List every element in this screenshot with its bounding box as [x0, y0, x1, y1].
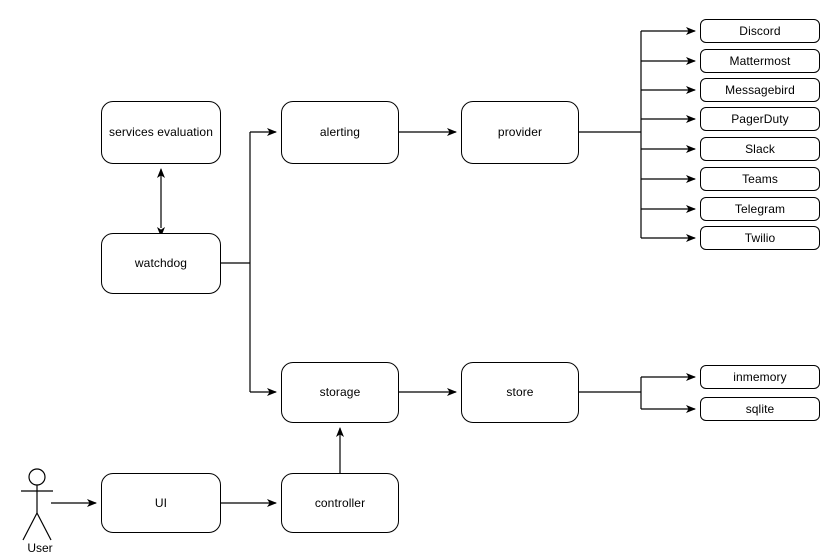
node-sqlite[interactable]: sqlite: [700, 397, 820, 421]
node-mattermost[interactable]: Mattermost: [700, 49, 820, 73]
node-slack[interactable]: Slack: [700, 137, 820, 161]
node-twilio[interactable]: Twilio: [700, 226, 820, 250]
node-watchdog[interactable]: watchdog: [101, 233, 221, 294]
user-actor-figure: [21, 468, 53, 541]
node-inmemory[interactable]: inmemory: [700, 365, 820, 389]
node-telegram[interactable]: Telegram: [700, 197, 820, 221]
node-discord[interactable]: Discord: [700, 19, 820, 43]
node-ui[interactable]: UI: [101, 473, 221, 533]
node-alerting[interactable]: alerting: [281, 101, 399, 164]
node-store[interactable]: store: [461, 362, 579, 423]
node-controller[interactable]: controller: [281, 473, 399, 533]
node-pagerduty[interactable]: PagerDuty: [700, 107, 820, 131]
user-actor-label: User: [27, 541, 53, 555]
node-messagebird[interactable]: Messagebird: [700, 78, 820, 102]
node-provider[interactable]: provider: [461, 101, 579, 164]
node-storage[interactable]: storage: [281, 362, 399, 423]
node-services-evaluation[interactable]: services evaluation: [101, 101, 221, 164]
node-teams[interactable]: Teams: [700, 167, 820, 191]
